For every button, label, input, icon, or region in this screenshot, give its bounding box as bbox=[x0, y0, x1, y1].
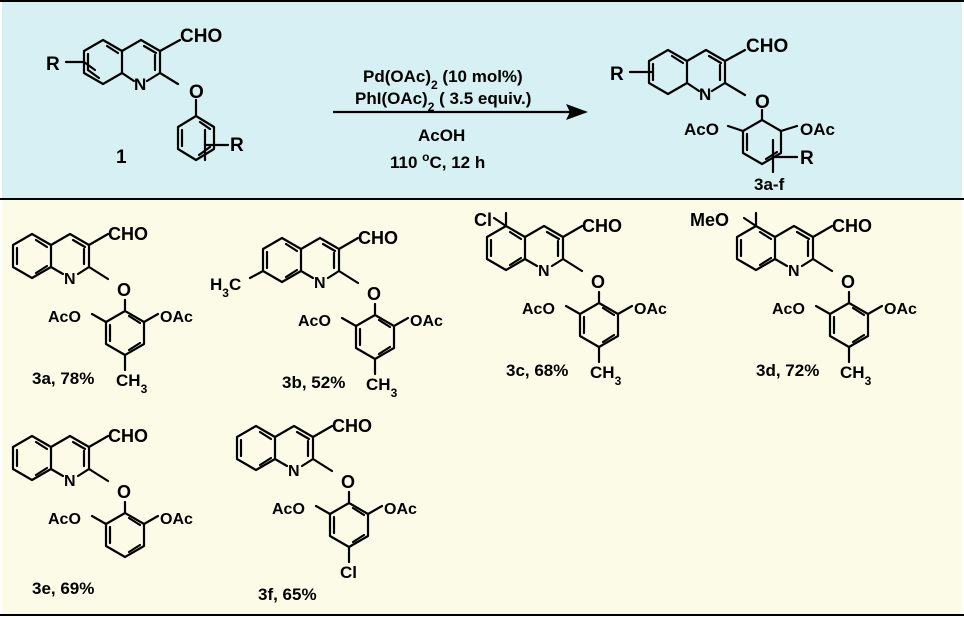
substituent-6-label: MeO bbox=[690, 210, 729, 230]
o-label: O bbox=[341, 472, 355, 492]
substituent-6-label: Cl bbox=[474, 210, 492, 230]
n-label: N bbox=[64, 473, 76, 490]
reactant-o-label: O bbox=[189, 82, 204, 103]
product-3e: CHO N O AcO OAc bbox=[11, 426, 193, 559]
o-label: O bbox=[117, 280, 131, 300]
reactant-number-label: 1 bbox=[116, 147, 127, 168]
reactant-r-label: R bbox=[46, 54, 60, 75]
para-substituent-label: Cl bbox=[340, 563, 357, 582]
conditions-line-1: Pd(OAc)2 (10 mol%) bbox=[363, 67, 523, 92]
compound-yield-label: 3a, 78% bbox=[32, 369, 94, 388]
product-o-label: O bbox=[755, 92, 770, 113]
o-label: O bbox=[591, 272, 605, 292]
para-substituent-label: CH3 bbox=[840, 363, 872, 388]
bottom-panel bbox=[2, 200, 962, 614]
product-n-label: N bbox=[699, 85, 711, 104]
conditions-line-3: AcOH bbox=[418, 126, 465, 145]
cho-label: CHO bbox=[108, 224, 148, 244]
n-label: N bbox=[538, 263, 550, 280]
oac-right-label: OAc bbox=[160, 511, 193, 528]
o-label: O bbox=[367, 284, 381, 304]
product-oac-left-label: AcO bbox=[684, 120, 719, 139]
top-panel bbox=[2, 2, 962, 198]
oac-left-label: AcO bbox=[298, 313, 331, 330]
oac-left-label: AcO bbox=[48, 511, 81, 528]
cho-label: CHO bbox=[108, 426, 148, 446]
oac-left-label: AcO bbox=[272, 501, 305, 518]
reaction-arrow-head bbox=[566, 104, 588, 120]
n-label: N bbox=[314, 275, 326, 292]
product-structure bbox=[628, 48, 799, 174]
oac-right-label: OAc bbox=[634, 301, 667, 318]
compound-yield-label: 3e, 69% bbox=[32, 579, 94, 598]
oac-left-label: AcO bbox=[48, 309, 81, 326]
oac-right-label: OAc bbox=[160, 309, 193, 326]
product-oac-right-label: OAc bbox=[800, 120, 835, 139]
product-range-label: 3a-f bbox=[754, 175, 785, 194]
cho-label: CHO bbox=[358, 228, 398, 248]
product-r-label: R bbox=[610, 64, 624, 85]
reactant-aryl-r-label: R bbox=[230, 135, 244, 156]
reactant-cho-label: CHO bbox=[180, 26, 222, 47]
conditions-line-2: PhI(OAc)2 ( 3.5 equiv.) bbox=[355, 89, 531, 114]
oac-left-label: AcO bbox=[522, 301, 555, 318]
conditions-line-4: 110 oC, 12 h bbox=[390, 150, 485, 172]
n-label: N bbox=[288, 463, 300, 480]
n-label: N bbox=[788, 263, 800, 280]
compound-yield-label: 3c, 68% bbox=[506, 361, 568, 380]
reactant-n-label: N bbox=[134, 75, 146, 94]
compound-yield-label: 3f, 65% bbox=[258, 585, 317, 604]
product-3b: CHO N O AcO OAc H3C CH3 bbox=[210, 228, 443, 400]
cho-label: CHO bbox=[832, 216, 872, 236]
oac-right-label: OAc bbox=[384, 501, 417, 518]
compound-yield-label: 3b, 52% bbox=[282, 373, 345, 392]
product-cho-label: CHO bbox=[746, 36, 788, 57]
n-label: N bbox=[64, 271, 76, 288]
cho-label: CHO bbox=[582, 216, 622, 236]
para-substituent-label: CH3 bbox=[366, 375, 398, 400]
compound-yield-label: 3d, 72% bbox=[756, 361, 819, 380]
o-label: O bbox=[117, 482, 131, 502]
oac-right-label: OAc bbox=[884, 301, 917, 318]
o-label: O bbox=[841, 272, 855, 292]
para-substituent-label: CH3 bbox=[116, 371, 148, 396]
product-aryl-r-label: R bbox=[800, 148, 814, 169]
para-substituent-label: CH3 bbox=[590, 363, 622, 388]
oac-right-label: OAc bbox=[410, 313, 443, 330]
reactant-structure bbox=[64, 38, 230, 162]
product-3d: CHO N O AcO OAc MeO CH3 bbox=[690, 210, 917, 388]
substituent-7-label: H3C bbox=[210, 275, 241, 300]
oac-left-label: AcO bbox=[772, 301, 805, 318]
cho-label: CHO bbox=[332, 416, 372, 436]
